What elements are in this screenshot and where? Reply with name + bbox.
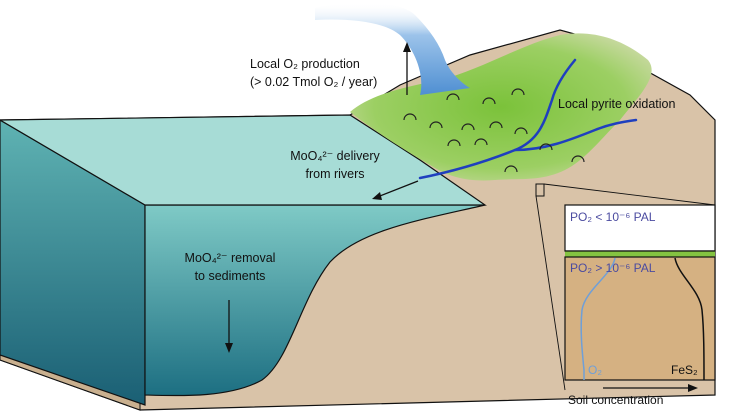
o2-production-line2: (> 0.02 Tmol O₂ / year) [250,75,377,89]
removal-label-line1: MoO₄²⁻ removal [185,251,276,265]
shrubs [403,88,585,173]
river-tributary [513,118,638,152]
o2-production-line1: Local O₂ production [250,57,360,71]
po2-high-label: PO₂ > 10⁻⁶ PAL [570,261,656,275]
o2-curve [580,257,616,380]
removal-label-line2: to sediments [195,269,266,283]
river-main [418,58,577,180]
delivery-label-line1: MoO₄²⁻ delivery [290,149,380,163]
o2-curve-label: O₂ [588,363,602,377]
delivery-arrow [372,180,419,200]
ocean-surface [0,114,487,206]
vegetated-area [350,33,652,181]
soil-concentration-label: Soil concentration [568,393,663,407]
o2-up-arrow [403,42,411,95]
o2-plume [315,2,470,96]
delivery-label-line2: from rivers [305,167,364,181]
pyrite-oxidation-label: Local pyrite oxidation [558,97,675,111]
po2-low-label: PO₂ < 10⁻⁶ PAL [570,210,656,224]
fes2-curve [674,257,705,381]
removal-arrow [225,300,233,353]
soil-profile-inset: PO₂ < 10⁻⁶ PAL PO₂ > 10⁻⁶ PAL O₂ FeS₂ So… [564,204,716,407]
zoom-callout [535,183,716,391]
fes2-curve-label: FeS₂ [671,363,698,377]
